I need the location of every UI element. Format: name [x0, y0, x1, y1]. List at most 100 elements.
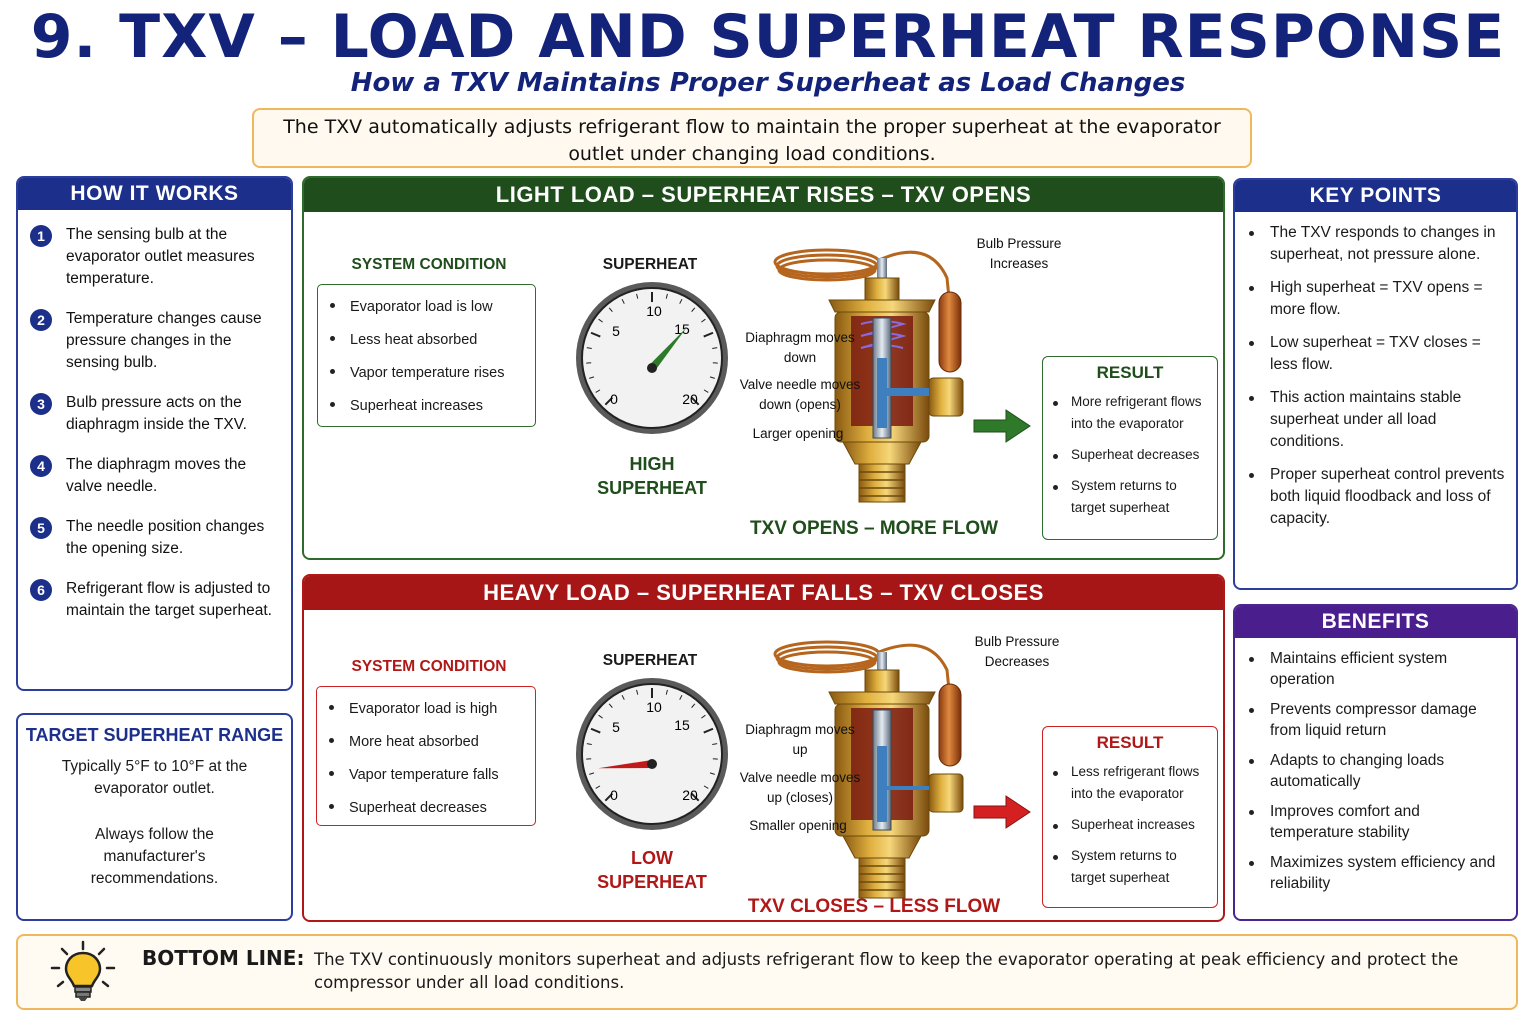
gauge-tick [703, 785, 709, 789]
key-point-item: The TXV responds to changes in superheat… [1249, 222, 1506, 266]
gauge-tick [586, 743, 592, 745]
benefit-item: Adapts to changing loads automatically [1249, 750, 1506, 792]
heavy-condition-box: Evaporator load is high More heat absorb… [316, 686, 536, 826]
bulb-note: Bulb Pressure Decreases [974, 634, 1060, 669]
light-gauge-title: SUPERHEAT [602, 256, 698, 273]
benefits-title: BENEFITS [1235, 606, 1516, 638]
outlet-port [928, 773, 964, 813]
gauge-needle [598, 760, 653, 769]
gauge-tick [608, 307, 613, 312]
light-load-panel: LIGHT LOAD – SUPERHEAT RISES – TXV OPENS… [302, 176, 1225, 560]
gauge-tick [703, 331, 714, 338]
gauge-ticks [586, 688, 718, 802]
inlet-port [858, 857, 906, 899]
key-point-item: High superheat = TXV opens = more flow. [1249, 277, 1506, 321]
target-range-text: Typically 5°F to 10°F at the evaporator … [61, 758, 248, 797]
heavy-state-line1: LOW [631, 848, 673, 868]
gauge-hub [647, 363, 657, 373]
light-state-line1: HIGH [629, 454, 675, 474]
step-number: 6 [30, 579, 52, 601]
gauge-face [581, 683, 723, 825]
step-number: 4 [30, 455, 52, 477]
gauge-tick [586, 347, 592, 349]
sensing-bulb [938, 683, 962, 767]
gauge-tick [621, 694, 625, 700]
step-item: 1 The sensing bulb at the evaporator outl… [30, 224, 283, 290]
result-item: Superheat increases [1053, 814, 1211, 836]
heavy-condition-title: SYSTEM CONDITION [351, 658, 507, 675]
gauge-tick [690, 396, 700, 406]
steps-list: 1 The sensing bulb at the evaporator outl… [18, 210, 291, 622]
gauge-tick [636, 689, 639, 695]
step-text: Refrigerant flow is adjusted to maintain… [66, 580, 272, 619]
capillary-coil [773, 640, 951, 691]
how-it-works-title: HOW IT WORKS [18, 178, 291, 210]
step-number: 2 [30, 309, 52, 331]
how-it-works-panel: HOW IT WORKS 1 The sensing bulb at the ev… [16, 176, 293, 691]
gauge-tick-label: 10 [646, 303, 662, 319]
bottom-line-label: BOTTOM LINE: [142, 946, 305, 970]
diaphragm-note: Diaphragm moves down [745, 330, 855, 365]
light-condition-box: Evaporator load is low Less heat absorbe… [317, 284, 536, 427]
result-item: Superheat decreases [1053, 444, 1211, 466]
benefit-item: Improves comfort and temperature stabili… [1249, 801, 1506, 843]
condition-item: Less heat absorbed [330, 324, 525, 357]
light-state: HIGH SUPERHEAT [572, 452, 732, 500]
gauge-tick [691, 703, 696, 708]
bottom-line-banner: BOTTOM LINE: The TXV continuously monito… [16, 934, 1518, 1010]
gauge-tick-label: 5 [612, 719, 620, 735]
gauge-tick-label: 20 [682, 787, 698, 803]
result-item: More refrigerant flows into the evaporat… [1053, 391, 1211, 435]
gauge-tick [712, 743, 718, 745]
benefit-item: Prevents compressor damage from liquid r… [1249, 699, 1506, 741]
lightbulb-icon [50, 940, 116, 1001]
gauge-tick [589, 376, 595, 379]
gauge-hub [647, 759, 657, 769]
light-state-line2: SUPERHEAT [597, 478, 707, 498]
gauge-tick [703, 389, 709, 393]
step-number: 1 [30, 225, 52, 247]
target-range-note: Always follow the manufacturer's recomme… [90, 826, 219, 887]
opening-note: Smaller opening [749, 818, 847, 833]
diaphragm-housing [828, 299, 936, 313]
key-point-item: Proper superheat control prevents both l… [1249, 464, 1506, 530]
gauge-tick [703, 727, 714, 734]
arrow-right-icon [973, 409, 1031, 443]
diaphragm-housing [828, 691, 936, 705]
key-points-panel: KEY POINTS The TXV responds to changes i… [1233, 178, 1518, 590]
needle-note: Valve needle moves up (closes) [739, 770, 861, 805]
gauge-tick-label: 0 [610, 787, 618, 803]
gauge-tick [679, 298, 683, 304]
bottom-line-text: The TXV continuously monitors superheat … [314, 950, 1459, 992]
needle-note: Valve needle moves down (opens) [739, 377, 861, 412]
gauge-tick-label: 15 [674, 717, 690, 733]
gauge-tick [690, 792, 700, 802]
sensing-bulb [938, 291, 962, 373]
light-condition-title: SYSTEM CONDITION [351, 256, 507, 273]
txv-valve-illustration [773, 248, 964, 503]
heavy-load-panel: HEAVY LOAD – SUPERHEAT FALLS – TXV CLOSE… [302, 574, 1225, 922]
step-text: The sensing bulb at the evaporator outle… [66, 226, 255, 287]
page-title: 9. TXV – LOAD AND SUPERHEAT RESPONSE [30, 2, 1506, 72]
gauge-tick-label: 5 [612, 323, 620, 339]
benefits-panel: BENEFITS Maintains efficient system oper… [1233, 604, 1518, 921]
target-range-title: TARGET SUPERHEAT RANGE [25, 725, 284, 745]
gauge-tick [636, 293, 639, 299]
result-title: RESULT [1096, 363, 1164, 382]
light-action-label: TXV OPENS – MORE FLOW [749, 518, 999, 539]
arrow-right-icon [973, 795, 1031, 829]
gauge-tick [604, 396, 614, 406]
result-item: System returns to target superheat [1053, 845, 1211, 889]
condition-item: More heat absorbed [329, 726, 525, 759]
diaphragm-note: Diaphragm moves up [745, 722, 855, 757]
gauge-tick [665, 293, 668, 299]
result-item: System returns to target superheat [1053, 475, 1211, 519]
condition-item: Evaporator load is high [329, 693, 525, 726]
gauge-tick [595, 389, 601, 393]
gauge-tick [679, 694, 683, 700]
gauge-tick-label: 15 [674, 321, 690, 337]
condition-item: Vapor temperature falls [329, 759, 525, 792]
